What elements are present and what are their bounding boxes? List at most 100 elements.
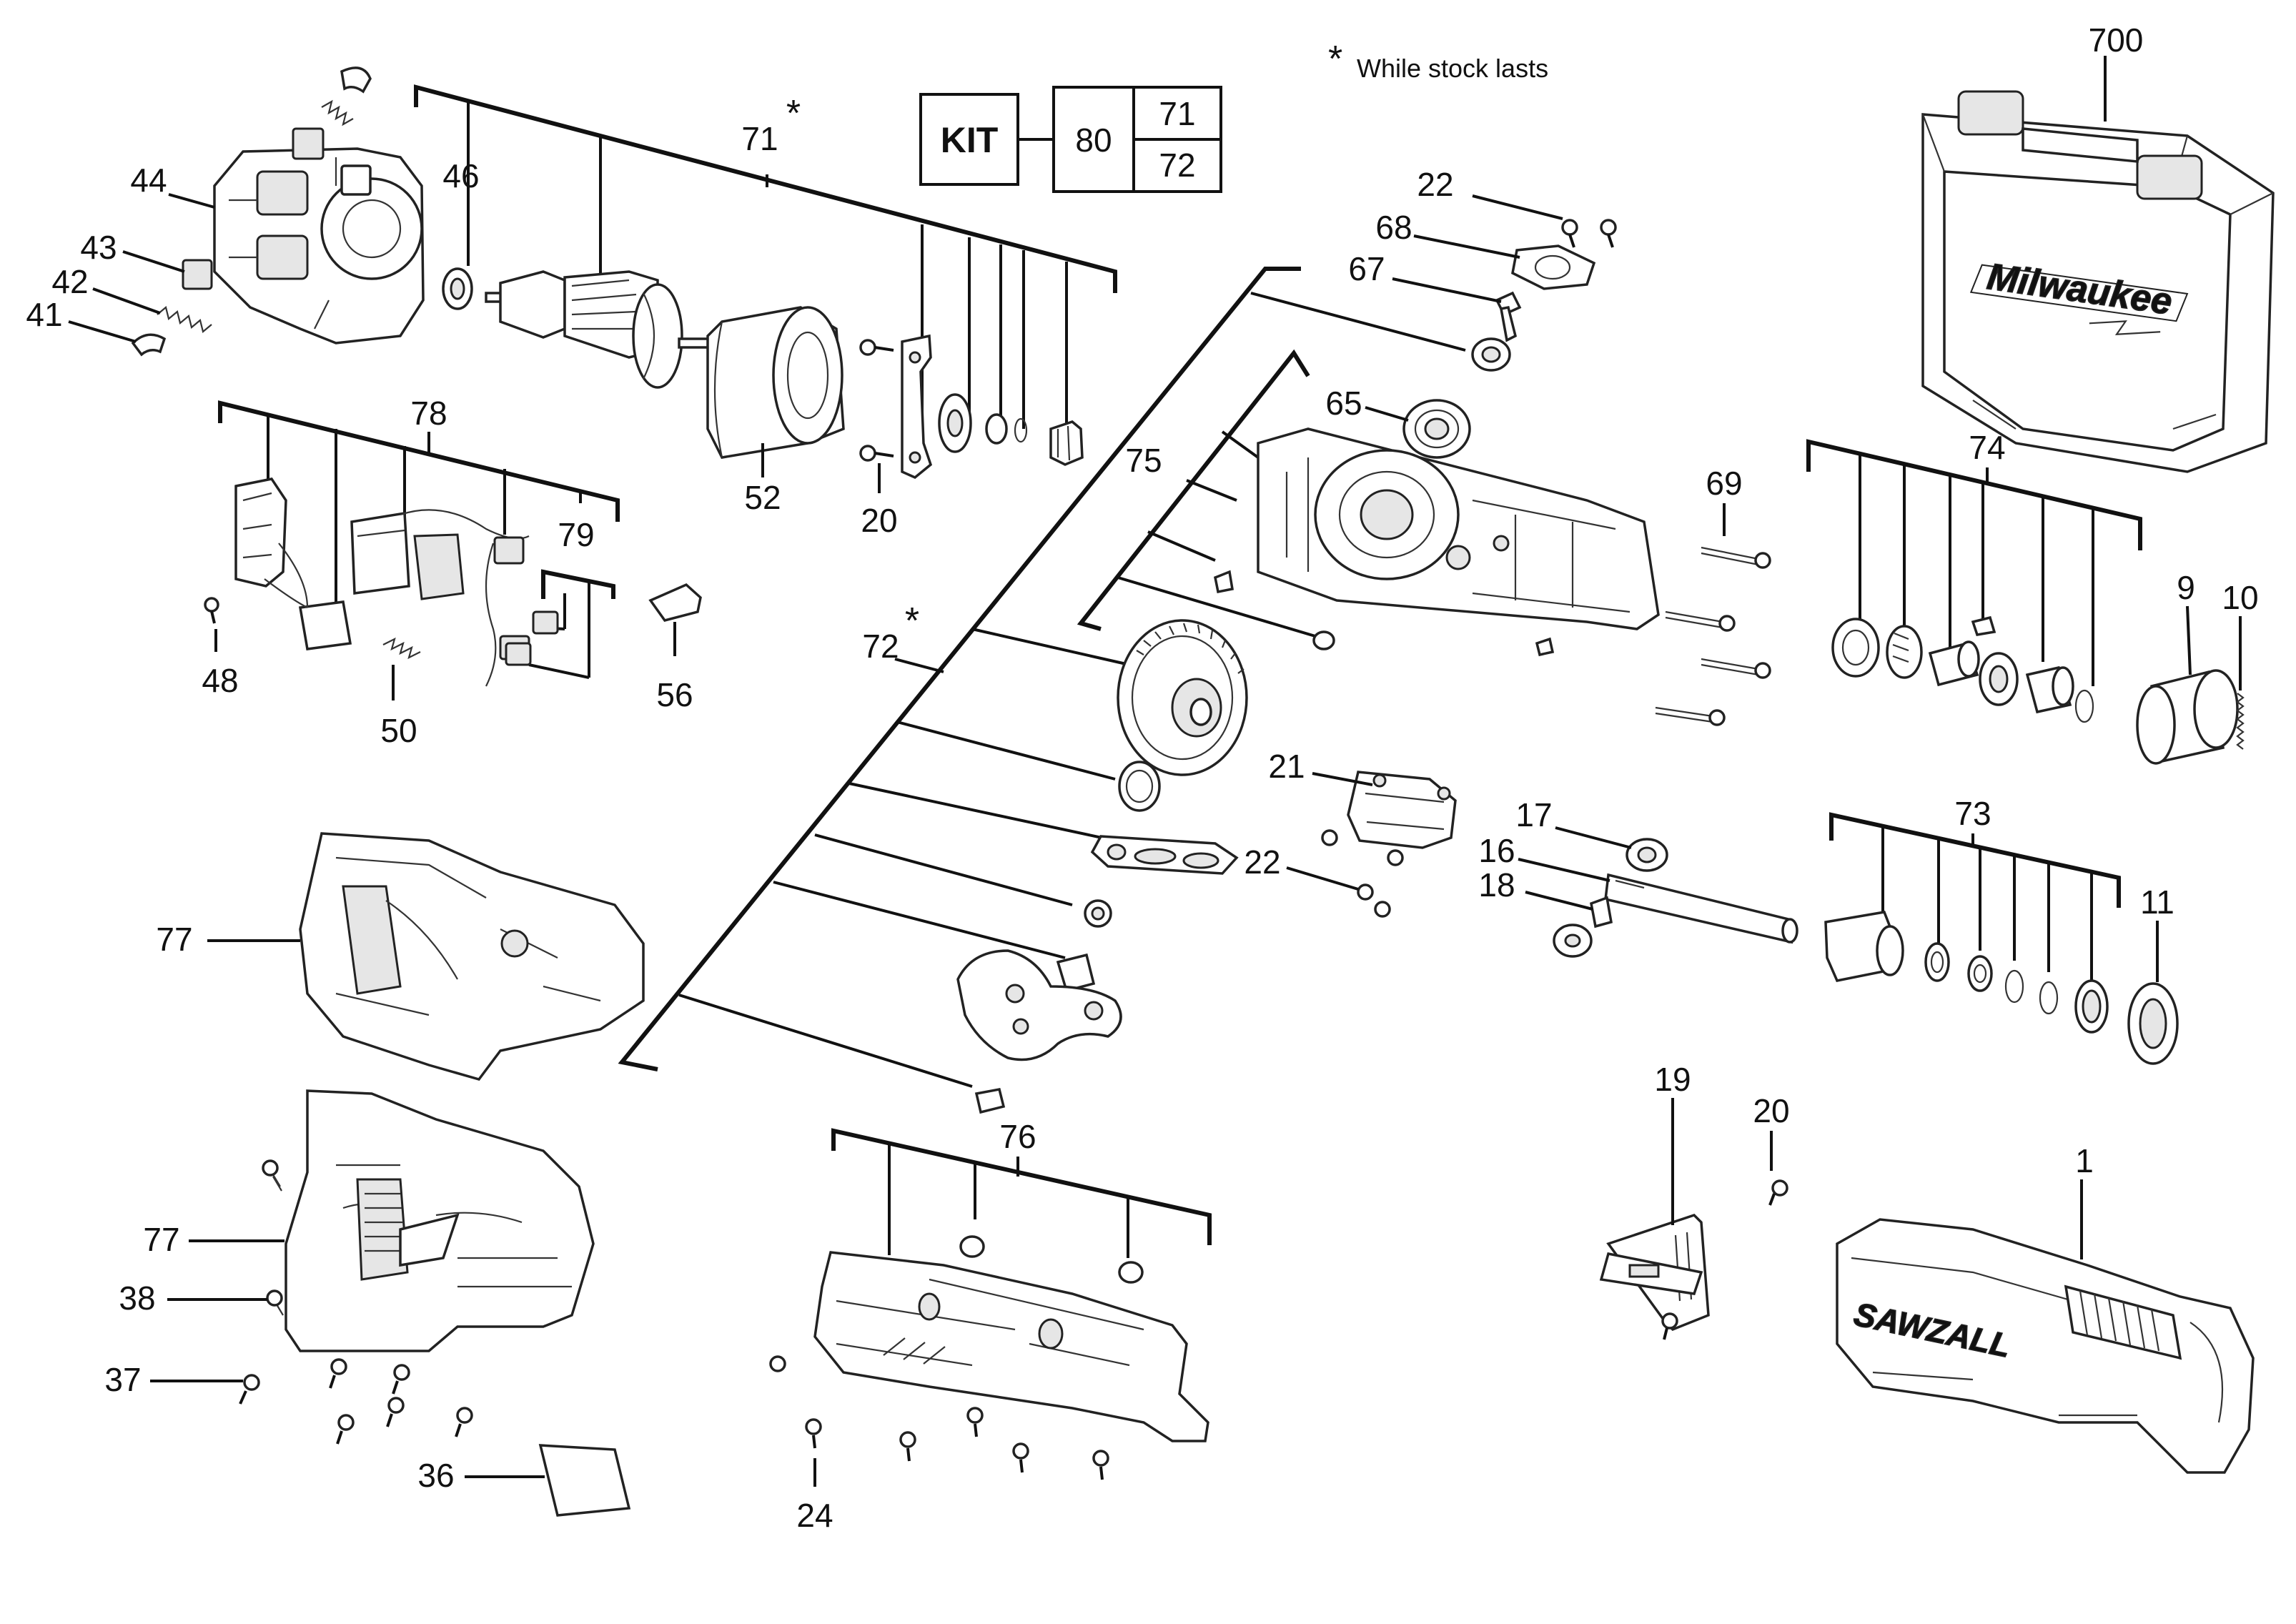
part-50-spring xyxy=(382,637,421,660)
part-69-screws xyxy=(1655,546,1771,726)
part-16-plunger xyxy=(1604,873,1798,944)
bracket-79 xyxy=(541,569,615,599)
callout-37: 37 xyxy=(104,1361,141,1398)
callout-71-star: * xyxy=(786,93,801,134)
part-77-housing-half-upper xyxy=(299,832,645,1081)
lower-housing-screws xyxy=(769,1355,1109,1480)
part-46-bearing xyxy=(442,267,473,310)
pin-lower xyxy=(974,1087,1006,1114)
part-18-roller-pin xyxy=(1553,896,1613,958)
callout-42: 42 xyxy=(51,263,88,300)
callout-11: 11 xyxy=(2140,883,2174,921)
callout-22-top: 22 xyxy=(1417,166,1453,203)
part-56-clip xyxy=(648,583,702,622)
callout-74: 74 xyxy=(1969,429,2005,466)
part-36-label xyxy=(538,1444,631,1517)
bevel-gear xyxy=(1117,619,1248,776)
part-9-sleeve xyxy=(2136,669,2239,765)
thrust-washer xyxy=(1118,761,1161,812)
kit-content-72: 72 xyxy=(1159,147,1195,184)
bearing-washers-pinion xyxy=(938,393,1084,466)
brush-spring-top xyxy=(292,66,372,160)
callout-1: 1 xyxy=(2075,1142,2094,1179)
part-67-shaft xyxy=(1495,291,1522,342)
callout-24: 24 xyxy=(796,1497,833,1534)
callout-56: 56 xyxy=(656,676,693,713)
callout-18: 18 xyxy=(1478,866,1515,903)
bracket-78 xyxy=(218,400,620,522)
note-star: * xyxy=(1328,39,1342,80)
callout-17: 17 xyxy=(1515,796,1552,833)
callout-77-upper: 77 xyxy=(156,921,192,958)
callout-44: 44 xyxy=(130,162,167,199)
callout-72: 72 xyxy=(862,628,899,665)
bearing-cover-screws xyxy=(1561,219,1617,248)
part-21-guide-bracket xyxy=(1347,771,1457,849)
kit-number: 80 xyxy=(1075,122,1112,159)
pin xyxy=(1056,953,1096,993)
part-1-boot: SAWZALL xyxy=(1836,1218,2255,1474)
part-79-brushes xyxy=(505,610,559,666)
callout-20-top: 20 xyxy=(861,502,897,539)
part-73-components xyxy=(1824,911,2109,1034)
gearbox-nut xyxy=(1312,630,1335,650)
callout-20-lower: 20 xyxy=(1753,1092,1789,1129)
callout-79: 79 xyxy=(558,516,594,553)
callout-38: 38 xyxy=(119,1279,155,1317)
housing-screws xyxy=(239,1159,473,1445)
part-43-carbon-brush xyxy=(182,259,213,290)
locating-pin xyxy=(1535,637,1555,657)
callout-73: 73 xyxy=(1954,795,1991,832)
part-52-stator xyxy=(706,306,845,459)
part-42-spring xyxy=(157,306,212,333)
wobble-plate xyxy=(1090,835,1239,875)
kit-table: KIT 80 71 72 xyxy=(919,86,1222,193)
kit-content-71: 71 xyxy=(1159,95,1195,132)
callout-76: 76 xyxy=(999,1118,1036,1155)
part-700-carry-case: Milwaukee xyxy=(1921,90,2275,473)
part-76-lower-gear-housing xyxy=(813,1251,1209,1442)
bracket-74 xyxy=(1806,439,2142,550)
part-44-brush-housing xyxy=(213,147,425,345)
nut-76b xyxy=(1118,1261,1144,1284)
callout-50: 50 xyxy=(380,712,417,749)
callout-10: 10 xyxy=(2222,579,2258,616)
bracket-72 xyxy=(618,267,1301,1071)
bracket-75 xyxy=(1077,349,1310,631)
bracket-73 xyxy=(1829,812,2121,908)
counterweight xyxy=(956,949,1122,1061)
callout-43: 43 xyxy=(80,229,117,266)
callout-48: 48 xyxy=(202,662,238,699)
part-19-shoe xyxy=(1599,1213,1710,1332)
gearbox-housing xyxy=(1257,427,1660,630)
switch-trigger-module xyxy=(234,477,352,650)
stock-note: * While stock lasts xyxy=(1328,39,1548,83)
armature xyxy=(485,270,713,389)
callout-46: 46 xyxy=(442,157,479,194)
part-48-screw xyxy=(204,597,219,624)
callout-16: 16 xyxy=(1478,832,1515,869)
callout-71: 71 xyxy=(741,120,778,157)
bracket-76 xyxy=(831,1128,1212,1245)
speed-switch xyxy=(350,509,530,600)
callout-700: 700 xyxy=(2089,21,2144,59)
callout-69: 69 xyxy=(1706,465,1742,502)
callout-36: 36 xyxy=(417,1457,454,1494)
callout-52: 52 xyxy=(744,479,781,516)
part-20-screws-and-plate xyxy=(859,334,933,480)
callout-68: 68 xyxy=(1375,209,1412,246)
kit-label: KIT xyxy=(941,120,999,160)
part-68-cover-plate xyxy=(1511,244,1596,290)
callout-22-mid: 22 xyxy=(1244,843,1280,881)
callout-41: 41 xyxy=(26,296,62,333)
part-10-spring xyxy=(2236,693,2245,750)
part-11-ring xyxy=(2127,982,2179,1065)
gearbox-pin xyxy=(1213,570,1234,594)
part-77-housing-half-lower xyxy=(284,1089,595,1352)
callout-65: 65 xyxy=(1325,385,1362,422)
nut-76a xyxy=(959,1235,985,1258)
callout-19: 19 xyxy=(1654,1061,1691,1098)
part-22-mid-screws xyxy=(1321,829,1404,918)
note-text: While stock lasts xyxy=(1357,54,1548,83)
